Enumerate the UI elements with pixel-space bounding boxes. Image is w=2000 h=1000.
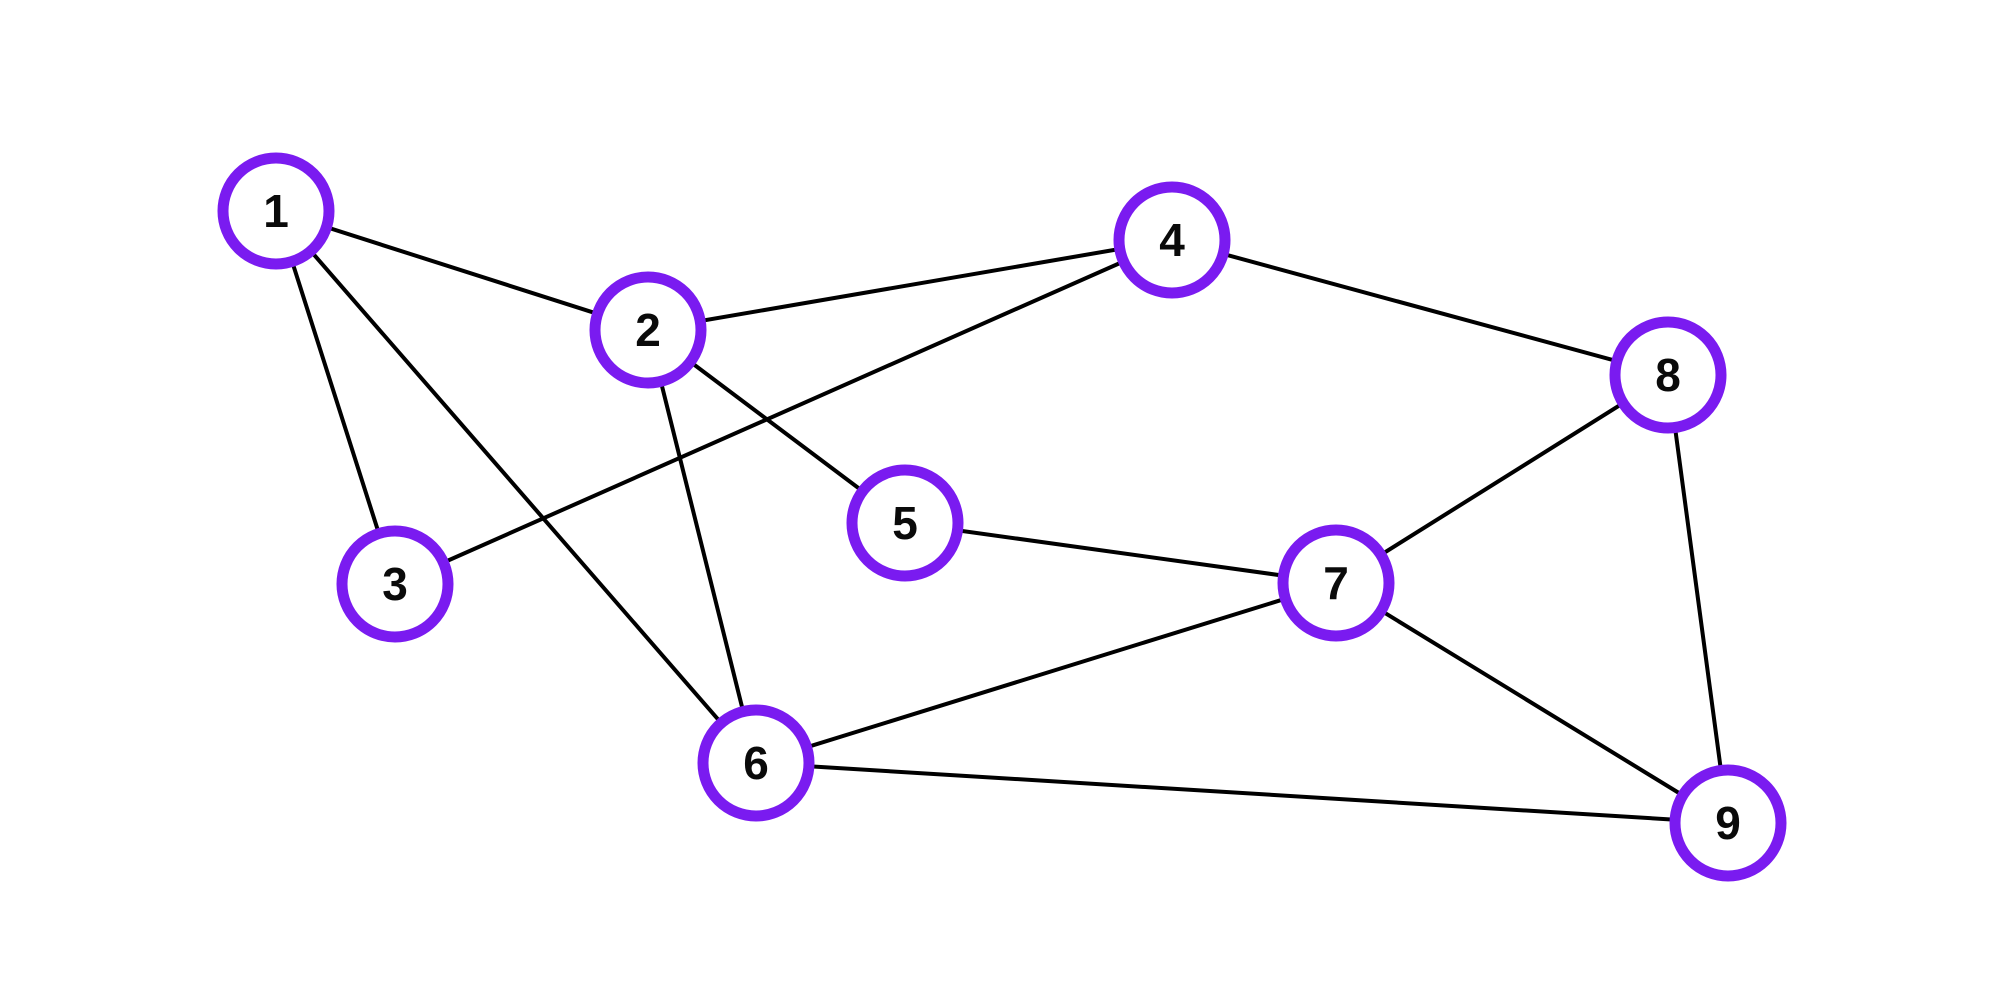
node-circle-7[interactable]: [1277, 524, 1395, 642]
graph-edge-2-4: [646, 238, 1174, 332]
graph-edge-1-6: [274, 209, 758, 765]
node-label-3: 3: [382, 558, 408, 610]
node-circle-3[interactable]: [336, 525, 454, 643]
node-label-9: 9: [1715, 797, 1741, 849]
node-circle-9[interactable]: [1669, 764, 1787, 882]
node-circle-8[interactable]: [1609, 316, 1727, 434]
node-label-8: 8: [1655, 349, 1681, 401]
graph-node-4[interactable]: 4: [1113, 181, 1231, 299]
graph-edge-4-8: [1170, 238, 1670, 377]
graph-edge-1-3: [274, 209, 397, 586]
graph-edge-5-7: [903, 521, 1338, 585]
graph-edge-8-9: [1666, 373, 1730, 825]
graph-node-2[interactable]: 2: [589, 271, 707, 389]
node-label-4: 4: [1159, 214, 1185, 266]
graph-node-7[interactable]: 7: [1277, 524, 1395, 642]
graph-node-3[interactable]: 3: [336, 525, 454, 643]
graph-edge-6-7: [754, 581, 1338, 765]
graph-edge-7-9: [1334, 581, 1730, 825]
graph-node-6[interactable]: 6: [697, 704, 815, 822]
graph-node-5[interactable]: 5: [846, 464, 964, 582]
node-circle-4[interactable]: [1113, 181, 1231, 299]
graph-edge-7-8: [1334, 373, 1670, 585]
graph-node-9[interactable]: 9: [1669, 764, 1787, 882]
node-label-1: 1: [263, 185, 289, 237]
node-circle-6[interactable]: [697, 704, 815, 822]
graph-edge-6-9: [754, 761, 1730, 825]
graph-edge-1-2: [274, 209, 650, 332]
node-label-2: 2: [635, 304, 661, 356]
graph-edge-3-4: [393, 238, 1174, 586]
graph-node-1[interactable]: 1: [217, 152, 335, 270]
node-circle-2[interactable]: [589, 271, 707, 389]
node-label-5: 5: [892, 497, 918, 549]
node-circle-5[interactable]: [846, 464, 964, 582]
graph-node-8[interactable]: 8: [1609, 316, 1727, 434]
node-label-6: 6: [743, 737, 769, 789]
graph-edge-2-6: [646, 328, 758, 765]
node-label-7: 7: [1323, 557, 1349, 609]
node-circle-1[interactable]: [217, 152, 335, 270]
